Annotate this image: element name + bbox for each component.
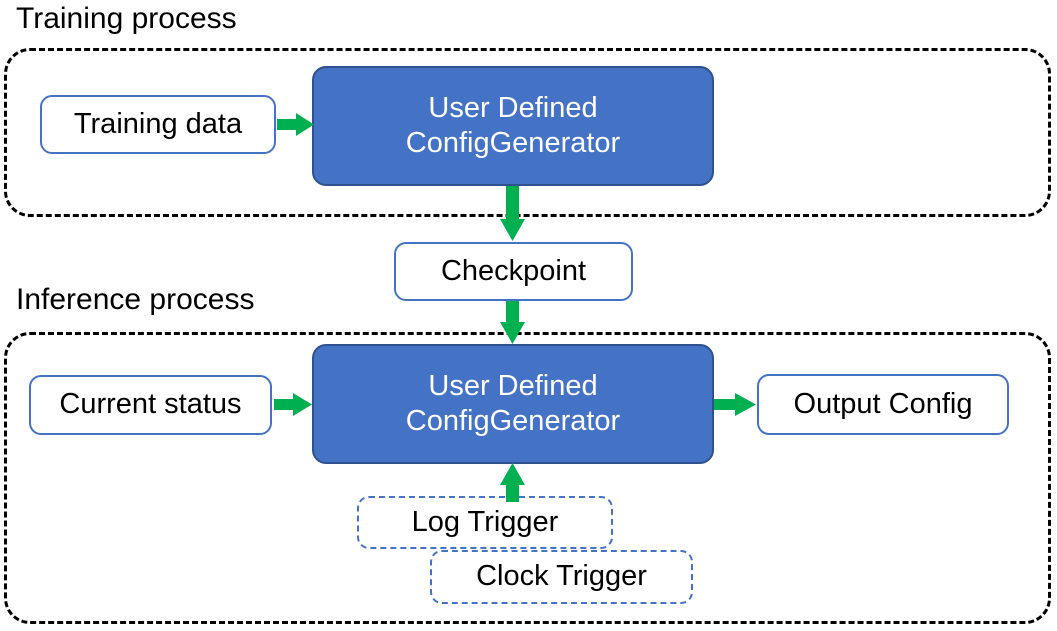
- training-config-generator-line1: User Defined: [428, 92, 598, 124]
- inference-process-caption: Inference process: [16, 283, 255, 316]
- inference-config-generator-line2: ConfigGenerator: [405, 405, 621, 437]
- current-status-label: Current status: [59, 388, 242, 421]
- training-config-generator-line2: ConfigGenerator: [405, 127, 621, 159]
- training-process-container: [4, 48, 1051, 217]
- output-config-box[interactable]: Output Config: [757, 374, 1009, 435]
- training-process-caption: Training process: [16, 2, 237, 35]
- checkpoint-box[interactable]: Checkpoint: [394, 242, 633, 301]
- log-trigger-label: Log Trigger: [411, 505, 559, 538]
- inference-config-generator-box[interactable]: User Defined ConfigGenerator: [312, 344, 714, 464]
- output-config-label: Output Config: [793, 387, 973, 420]
- clock-trigger-label: Clock Trigger: [476, 560, 647, 593]
- training-data-label: Training data: [73, 107, 243, 140]
- current-status-box[interactable]: Current status: [29, 375, 272, 435]
- training-config-generator-box[interactable]: User Defined ConfigGenerator: [312, 66, 714, 186]
- log-trigger-box[interactable]: Log Trigger: [357, 496, 613, 549]
- checkpoint-label: Checkpoint: [440, 254, 587, 287]
- inference-config-generator-line1: User Defined: [428, 370, 598, 402]
- training-data-box[interactable]: Training data: [40, 95, 276, 154]
- inference-process-container: [4, 332, 1051, 624]
- clock-trigger-box[interactable]: Clock Trigger: [430, 550, 693, 604]
